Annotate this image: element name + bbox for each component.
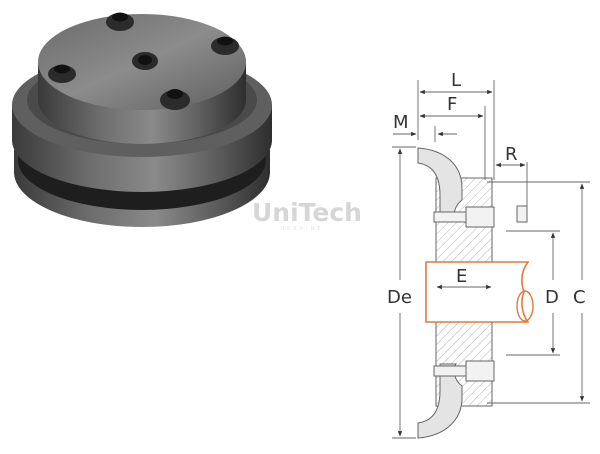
product-photo xyxy=(0,0,300,230)
shaft xyxy=(425,261,530,323)
label-De: De xyxy=(387,287,412,308)
label-F: F xyxy=(447,94,457,115)
bolts xyxy=(433,205,528,382)
label-L: L xyxy=(451,70,461,91)
coupling-cross-section: L F M R E De D C xyxy=(387,70,590,439)
bolt-heads xyxy=(48,12,239,110)
label-E: E xyxy=(456,266,467,287)
label-C: C xyxy=(573,287,586,308)
label-M: M xyxy=(393,112,409,133)
label-D: D xyxy=(545,287,559,308)
label-R: R xyxy=(505,144,518,165)
dimension-diagram: L F M R E De D C xyxy=(360,40,600,450)
coupling-photo-illustration xyxy=(12,12,272,227)
